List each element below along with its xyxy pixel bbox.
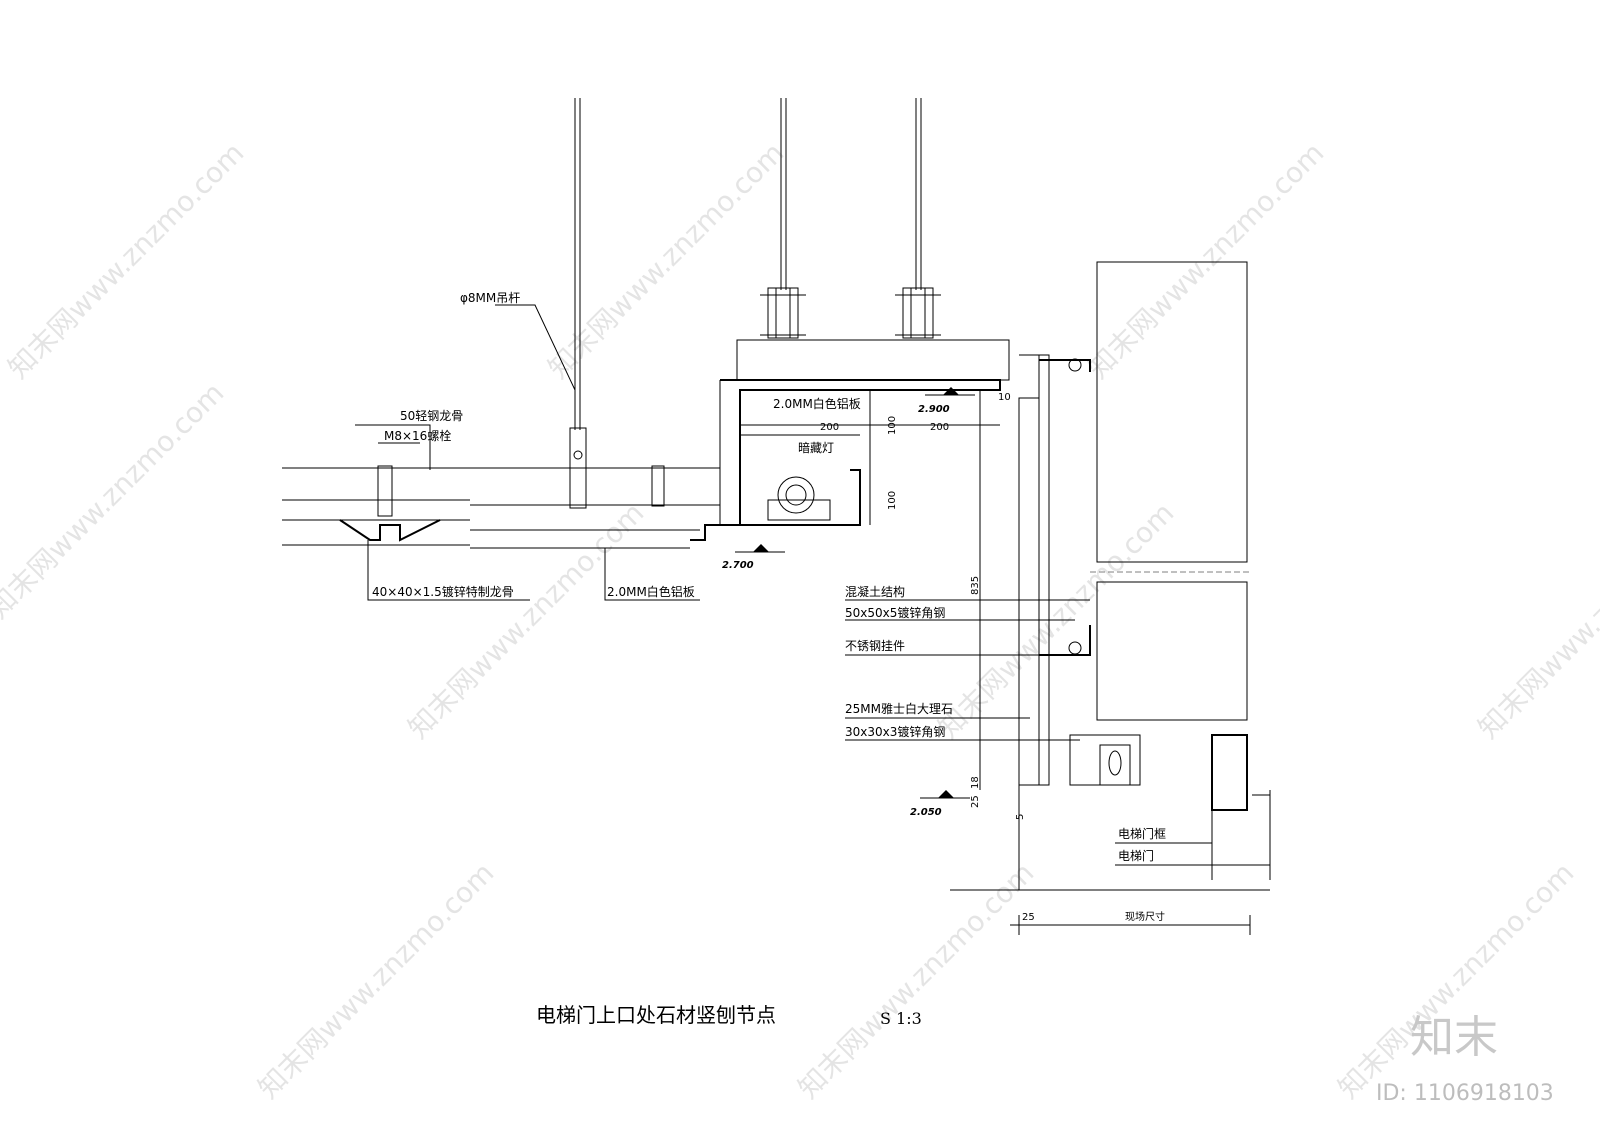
label-bolt: M8×16螺栓 bbox=[384, 428, 451, 443]
leader-lines bbox=[355, 304, 1270, 866]
hanger-rods bbox=[569, 98, 922, 509]
concrete-wall bbox=[1090, 261, 1250, 721]
dim-10: 10 bbox=[998, 392, 1011, 403]
label-keel-50: 50轻钢龙骨 bbox=[400, 409, 463, 423]
label-hidden-light: 暗藏灯 bbox=[798, 440, 834, 455]
label-door-frame: 电梯门框 bbox=[1118, 826, 1166, 841]
hanger-brackets bbox=[760, 287, 941, 339]
watermark-text: 知末网www.znzmo.com bbox=[402, 496, 651, 745]
dimension-lines bbox=[740, 390, 1270, 935]
hidden-light-fixture bbox=[767, 476, 831, 521]
dim-25-horizontal: 25 bbox=[1022, 912, 1035, 923]
watermark-text: 知末网www.znzmo.com bbox=[2, 136, 251, 385]
dim-5: 5 bbox=[1015, 814, 1026, 820]
ceiling-box bbox=[719, 339, 1010, 526]
dim-200-right: 200 bbox=[930, 422, 949, 433]
watermark-text: 知末网www.znzmo.com bbox=[542, 136, 791, 385]
label-concrete: 混凝土结构 bbox=[845, 584, 905, 599]
label-angle-50: 50x50x5镀锌角钢 bbox=[845, 606, 945, 620]
label-door: 电梯门 bbox=[1118, 848, 1154, 863]
dim-25-vertical: 25 bbox=[970, 795, 981, 808]
label-alu-panel-high: 2.0MM白色铝板 bbox=[773, 396, 861, 411]
drawing-scale: S 1:3 bbox=[880, 1009, 922, 1028]
dim-200-left: 200 bbox=[820, 422, 839, 433]
marble-cladding bbox=[1018, 354, 1091, 786]
elevation-2050: 2.050 bbox=[910, 807, 942, 818]
watermark-text: 知末网www.znzmo.com bbox=[1332, 856, 1581, 1105]
watermark-text: 知末网www.znzmo.com bbox=[1472, 496, 1600, 745]
label-ss-hanger: 不锈钢挂件 bbox=[845, 639, 905, 653]
drawing-title: 电梯门上口处石材竖刨节点 bbox=[536, 1003, 776, 1027]
brand-logo: 知末 bbox=[1410, 1012, 1498, 1063]
label-marble: 25MM雅士白大理石 bbox=[845, 701, 953, 716]
watermarks: 知末网www.znzmo.com 知末网www.znzmo.com 知末网www… bbox=[0, 136, 1600, 1105]
elevation-2900: 2.900 bbox=[918, 404, 950, 415]
watermark-text: 知末网www.znzmo.com bbox=[0, 376, 230, 625]
dim-100-bottom: 100 bbox=[887, 491, 898, 510]
dim-835: 835 bbox=[970, 576, 981, 595]
watermark-text: 知末网www.znzmo.com bbox=[932, 496, 1181, 745]
dim-site: 现场尺寸 bbox=[1125, 910, 1165, 923]
elevation-markers bbox=[735, 387, 975, 799]
image-id: ID: 1106918103 bbox=[1376, 1081, 1554, 1106]
dim-100-top: 100 bbox=[887, 416, 898, 435]
label-alu-panel-low: 2.0MM白色铝板 bbox=[607, 584, 695, 599]
elevation-2700: 2.700 bbox=[722, 560, 754, 571]
label-rod: φ8MM吊杆 bbox=[460, 291, 520, 305]
left-ceiling bbox=[282, 465, 740, 549]
watermark-text: 知末网www.znzmo.com bbox=[252, 856, 501, 1105]
label-special-keel: 40×40×1.5镀锌特制龙骨 bbox=[372, 584, 514, 599]
dim-18: 18 bbox=[970, 776, 981, 789]
door-frame-assembly bbox=[1069, 734, 1271, 880]
watermark-text: 知末网www.znzmo.com bbox=[792, 856, 1041, 1105]
label-angle-30: 30x30x3镀锌角钢 bbox=[845, 725, 945, 739]
watermark-text: 知末网www.znzmo.com bbox=[1082, 136, 1331, 385]
